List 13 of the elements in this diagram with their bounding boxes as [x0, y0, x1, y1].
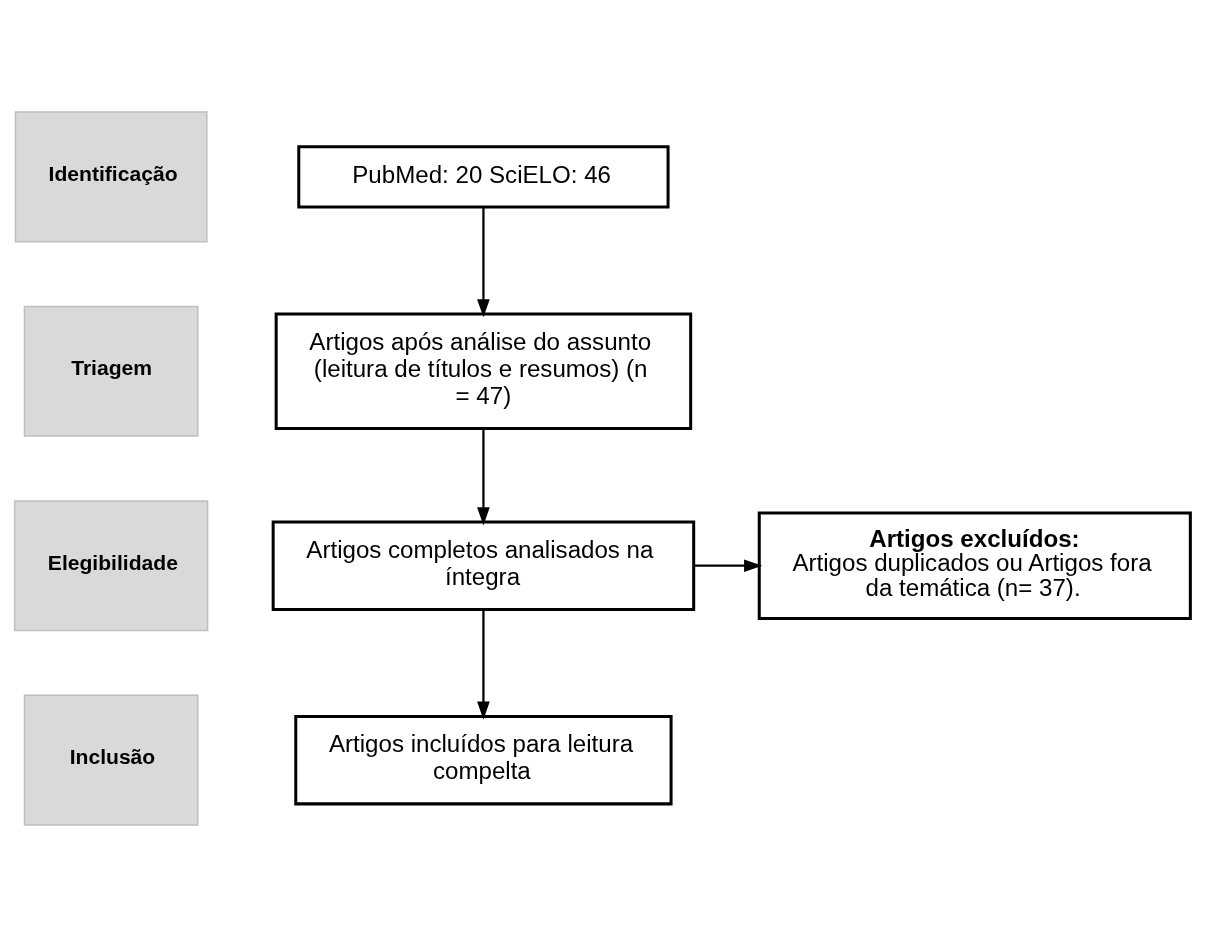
arrow: [477, 206, 490, 317]
node-box: Artigos completos analisados na íntegra: [271, 520, 696, 611]
node-box: Inclusão: [23, 694, 199, 826]
node-box: Artigos incluídos para leitura compelta: [294, 714, 673, 805]
arrow: [694, 558, 763, 572]
node-box: PubMed: 20 SciELO: 46: [297, 144, 670, 208]
node-box: Artigos após análise do assunto (leitura de títulos e resumos) (n = 47): [274, 312, 693, 430]
arrow: [477, 428, 490, 525]
node-box: Triagem: [23, 305, 199, 437]
node-box: Identificação: [14, 110, 208, 242]
node-box: Elegibilidade: [13, 499, 209, 631]
arrow: [477, 609, 490, 720]
node-box: Artigos excluídos: Artigos duplicados ou Artigos fora da temática (n= 37).: [757, 510, 1192, 620]
